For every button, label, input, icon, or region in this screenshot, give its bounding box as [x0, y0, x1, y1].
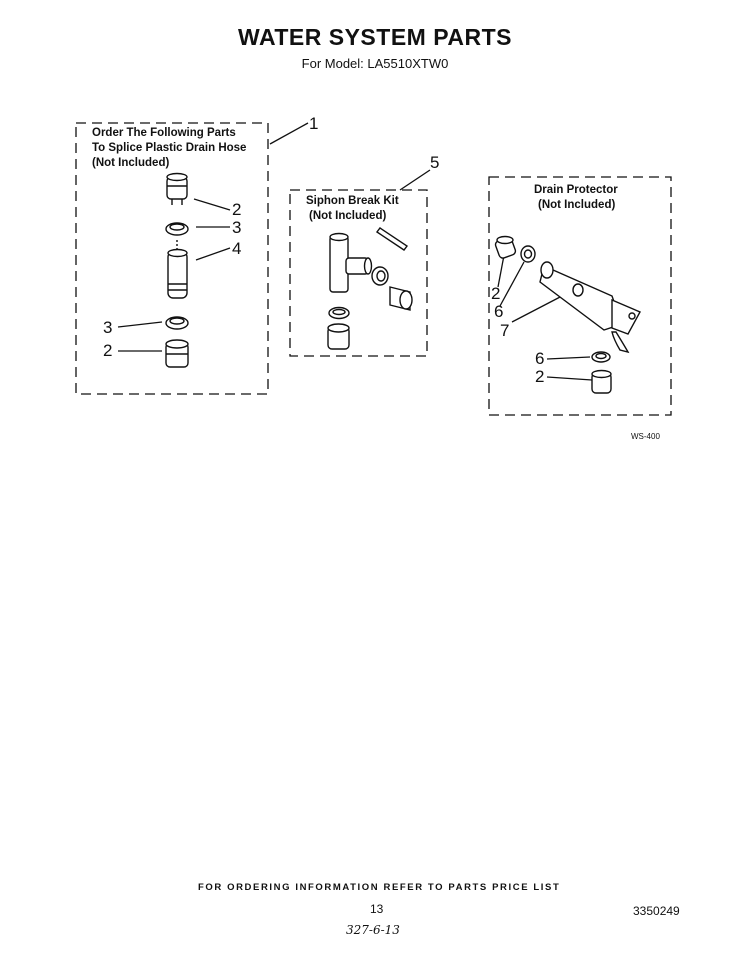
- callout-6a: 6: [494, 302, 504, 321]
- leader-6a: [499, 261, 525, 307]
- leader-1: [269, 122, 309, 145]
- callout-1: 1: [309, 114, 319, 133]
- handwritten-note: 327-6-13: [346, 923, 400, 937]
- leader-2a: [193, 198, 231, 211]
- drain-protector-box: [488, 176, 672, 416]
- callout-3b: 3: [103, 318, 113, 337]
- siphon-strap: [375, 227, 409, 251]
- callout-5: 5: [430, 153, 440, 172]
- siphon-box: [289, 189, 428, 357]
- callout-2a: 2: [232, 200, 242, 219]
- page-number: 13: [370, 902, 384, 916]
- hose-connector: [167, 240, 188, 299]
- callout-4: 4: [232, 239, 242, 258]
- hose-fitting-top: [166, 172, 188, 205]
- callout-3a: 3: [232, 218, 242, 237]
- protector-label-2: (Not Included): [538, 199, 616, 211]
- siphon-label-2: (Not Included): [309, 210, 387, 222]
- drain-hose-label-3: (Not Included): [92, 157, 170, 169]
- drain-protector-body: [539, 261, 641, 354]
- callout-2d: 2: [535, 367, 545, 386]
- protector-clamp-top: [520, 245, 536, 263]
- drain-hose-label-1: Order The Following Parts: [92, 127, 236, 139]
- siphon-coupling: [389, 286, 413, 311]
- callout-6b: 6: [535, 349, 545, 368]
- drain-hose-label-2: To Splice Plastic Drain Hose: [92, 142, 247, 154]
- ordering-note: FOR ORDERING INFORMATION REFER TO PARTS …: [198, 882, 561, 893]
- protector-fitting-bottom: [591, 369, 612, 394]
- document-number: 3350249: [633, 904, 680, 918]
- leader-2d: [546, 376, 593, 381]
- leader-7: [511, 295, 563, 323]
- protector-fitting-top: [494, 235, 517, 259]
- protector-clamp-bottom: [591, 351, 611, 363]
- callout-7: 7: [500, 321, 510, 340]
- siphon-clamp: [328, 306, 350, 320]
- leader-3b: [117, 321, 163, 328]
- siphon-tee: [329, 232, 373, 293]
- leader-6b: [546, 356, 591, 360]
- leader-5: [399, 169, 431, 191]
- hose-clamp-top: [165, 222, 189, 236]
- leader-4: [195, 247, 231, 261]
- drain-hose-box: [75, 122, 269, 395]
- callout-2b: 2: [103, 341, 113, 360]
- callout-2c: 2: [491, 284, 501, 303]
- siphon-ring: [371, 266, 389, 286]
- hose-fitting-bottom: [165, 339, 189, 368]
- page-title: WATER SYSTEM PARTS: [238, 24, 512, 50]
- model-subtitle: For Model: LA5510XTW0: [301, 56, 449, 71]
- siphon-label-1: Siphon Break Kit: [306, 195, 399, 207]
- figure-code: WS-400: [631, 432, 660, 441]
- protector-label-1: Drain Protector: [534, 184, 618, 196]
- hose-clamp-bottom: [165, 316, 189, 330]
- siphon-fitting: [327, 323, 350, 350]
